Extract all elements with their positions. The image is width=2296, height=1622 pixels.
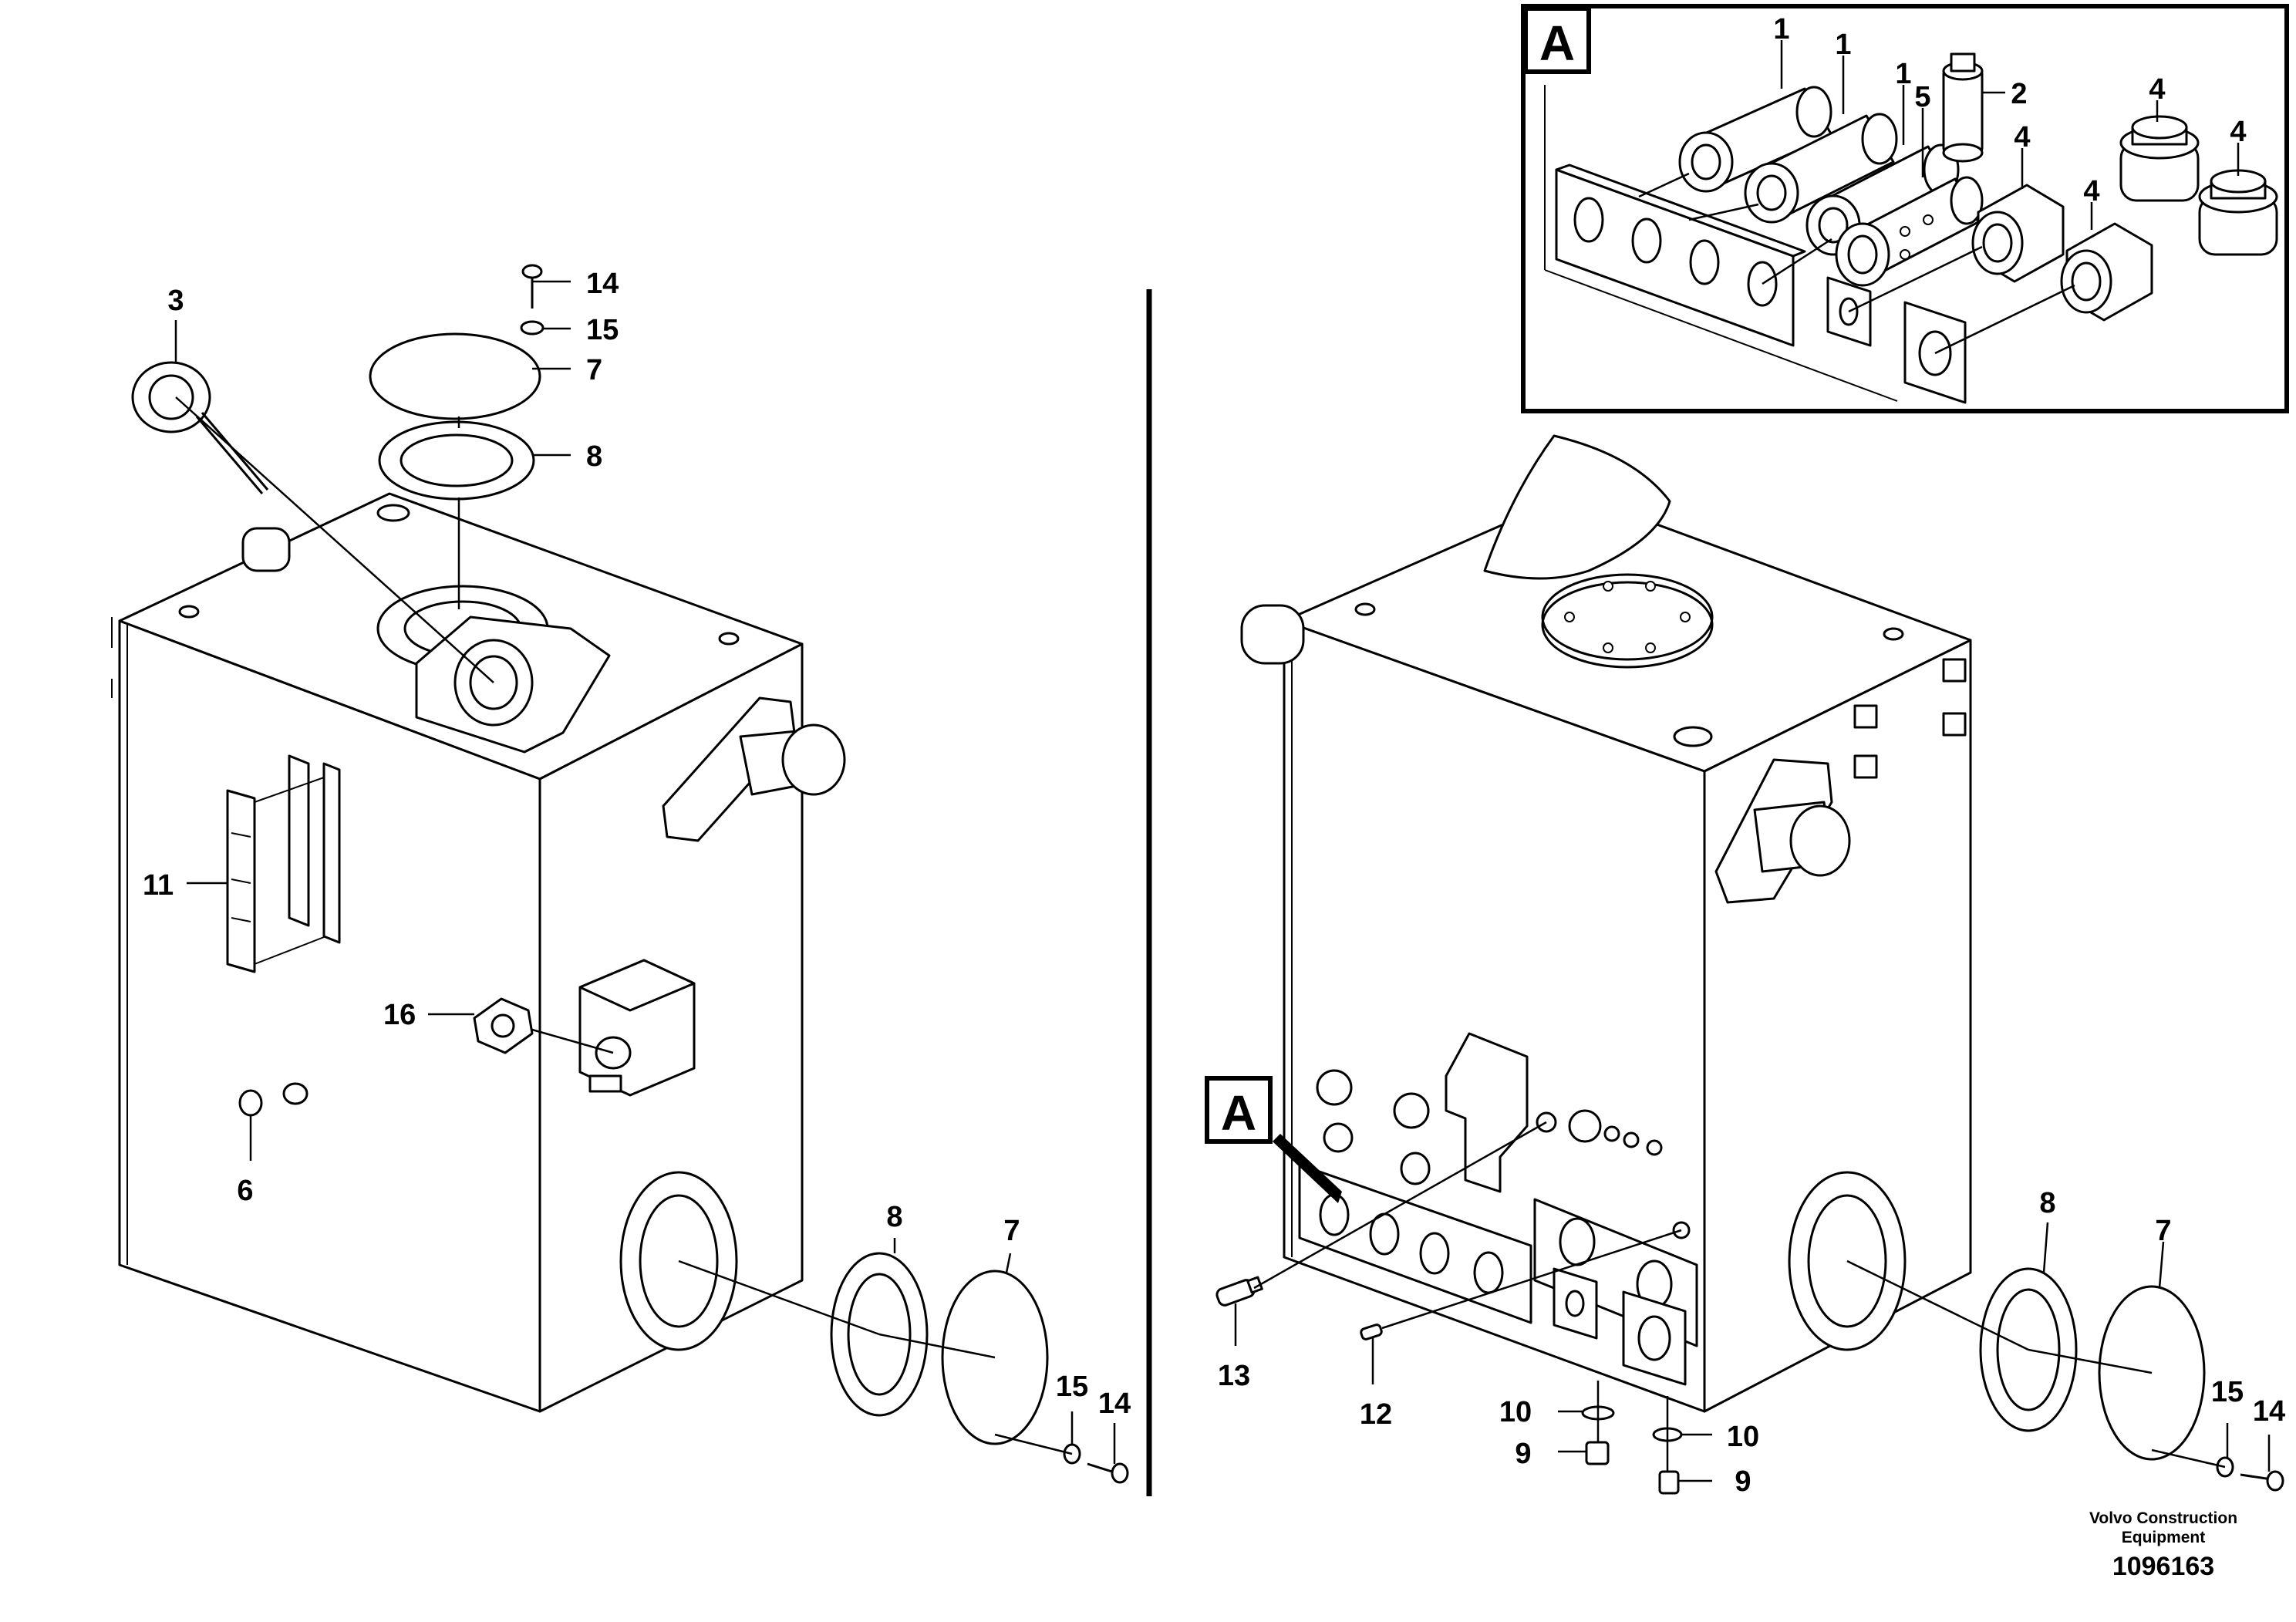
label-right-15: 15 <box>2211 1376 2244 1408</box>
label-detail-4c: 4 <box>2149 73 2165 106</box>
left-top-bolt-14 <box>521 264 543 309</box>
label-right-9-left: 9 <box>1515 1438 1531 1470</box>
detail-nut-4d <box>2198 169 2278 256</box>
label-right-12: 12 <box>1360 1398 1392 1431</box>
left-breather-part-16 <box>473 997 534 1054</box>
right-callout-letter: A <box>1221 1085 1256 1141</box>
left-breather-housing <box>578 959 696 1097</box>
label-left-8-top: 8 <box>586 440 602 473</box>
detail-callout-box <box>1523 6 1591 74</box>
right-tank-view: A <box>1205 434 2285 1498</box>
right-bottom-bolt-14 <box>2240 1470 2284 1492</box>
detail-nut-4c <box>2119 115 2200 202</box>
left-top-washer-15 <box>520 320 544 336</box>
right-small-plate <box>1553 1267 1598 1340</box>
left-level-sensor-3 <box>131 361 269 494</box>
label-detail-1c: 1 <box>1895 58 1911 90</box>
label-left-3: 3 <box>167 285 184 317</box>
label-left-7-top: 7 <box>586 354 602 386</box>
detail-nut-4b <box>2060 222 2153 322</box>
label-right-14: 14 <box>2253 1395 2285 1428</box>
label-detail-4b: 4 <box>2083 175 2099 207</box>
label-left-6: 6 <box>237 1175 253 1207</box>
right-sensor-12 <box>1360 1324 1383 1340</box>
label-left-14-top: 14 <box>586 268 619 300</box>
label-right-7: 7 <box>2155 1215 2171 1247</box>
label-left-15-bottom: 15 <box>1056 1371 1088 1403</box>
label-detail-2: 2 <box>2011 78 2027 110</box>
left-level-gauge <box>226 754 341 973</box>
label-right-9-right: 9 <box>1735 1465 1751 1498</box>
footer: Volvo Construction Equipment 1096163 <box>2089 1509 2237 1581</box>
right-plug-9-left <box>1585 1441 1610 1465</box>
left-tank-view: 14 15 7 8 3 11 16 6 8 7 15 14 <box>111 264 1131 1484</box>
label-right-10-left: 10 <box>1499 1396 1532 1428</box>
label-left-8-bottom: 8 <box>886 1201 902 1233</box>
right-callout-box <box>1205 1076 1273 1144</box>
detail-flange-plate <box>1555 164 1806 347</box>
label-detail-4d: 4 <box>2230 116 2246 148</box>
left-top-cover-7 <box>369 332 541 420</box>
left-plug-6 <box>238 1089 263 1117</box>
label-detail-5: 5 <box>1914 81 1930 113</box>
label-left-11: 11 <box>143 869 174 902</box>
left-bottom-bolt-14 <box>1087 1462 1129 1484</box>
right-flange-plate-long <box>1298 1163 1532 1324</box>
label-right-10-right: 10 <box>1727 1421 1759 1453</box>
detail-filter-1b <box>1744 113 1898 224</box>
footer-brand-line1: Volvo Construction <box>2089 1509 2237 1527</box>
label-right-13: 13 <box>1218 1360 1250 1392</box>
label-detail-1b: 1 <box>1835 29 1851 61</box>
label-left-14-bottom: 14 <box>1098 1388 1131 1420</box>
label-detail-4a: 4 <box>2014 121 2030 153</box>
detail-part-2 <box>1942 52 1984 163</box>
detail-tube-5 <box>1835 176 1984 287</box>
right-breather-cone <box>1483 434 1671 580</box>
detail-nut-4a <box>1971 184 2065 283</box>
right-bracket <box>1445 1032 1529 1193</box>
label-left-7-bottom: 7 <box>1003 1215 1020 1247</box>
label-right-8: 8 <box>2039 1187 2055 1219</box>
footer-brand-line2: Equipment <box>2122 1529 2206 1546</box>
label-left-15-top: 15 <box>586 314 619 346</box>
right-plug-9-right <box>1658 1470 1680 1495</box>
label-left-16: 16 <box>383 999 416 1031</box>
label-detail-1a: 1 <box>1773 13 1789 46</box>
left-top-gasket-8 <box>378 420 535 501</box>
detail-callout-letter: A <box>1539 15 1575 71</box>
right-top-cover <box>1541 581 1714 669</box>
right-square-plate <box>1622 1290 1687 1386</box>
right-sensor-13 <box>1215 1276 1263 1307</box>
drawing-number: 1096163 <box>2112 1552 2214 1581</box>
detail-view-a: A <box>1521 4 2289 413</box>
